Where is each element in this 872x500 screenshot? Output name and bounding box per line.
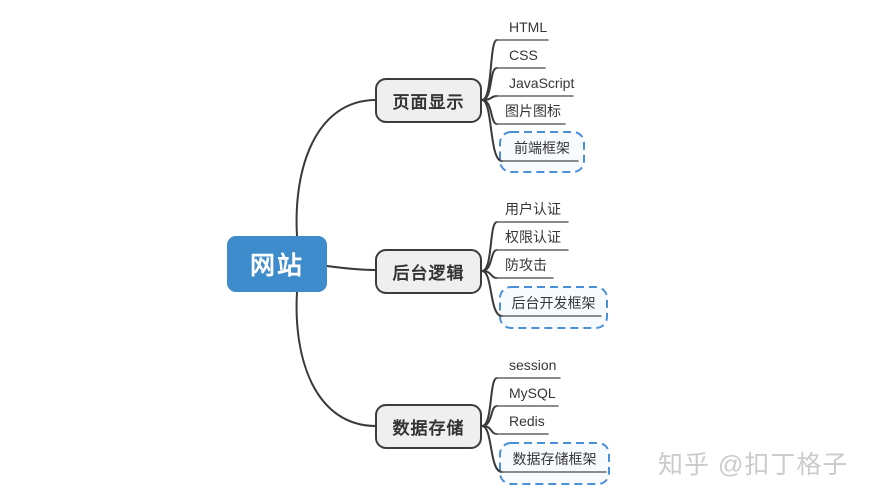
leaf-css[interactable]: CSS: [509, 47, 538, 63]
leaf-session[interactable]: session: [509, 357, 557, 373]
branch-label: 数据存储: [392, 419, 465, 438]
connector-b2-leaf-3: [481, 425, 503, 473]
leaf-redis[interactable]: Redis: [509, 413, 545, 429]
leaf-label: 前端框架: [514, 139, 570, 156]
connector-root-branch-2: [295, 291, 377, 427]
connector-b1-leaf-3: [481, 270, 503, 317]
frame-storage: [499, 442, 610, 485]
leaf-permission-auth[interactable]: 权限认证: [505, 229, 561, 245]
root-node-website[interactable]: 网站: [227, 236, 327, 292]
watermark-zhihu: 知乎 @扣丁格子: [658, 451, 849, 479]
branch-label: 页面显示: [392, 93, 465, 112]
leaf-image-icons[interactable]: 图片图标: [505, 103, 561, 119]
branch-node-page-display[interactable]: 页面显示: [375, 78, 482, 123]
branch-label: 后台逻辑: [392, 264, 465, 283]
leaf-frontend-framework[interactable]: 前端框架: [500, 132, 584, 172]
branch-node-backend-logic[interactable]: 后台逻辑: [375, 249, 482, 294]
branch-node-data-storage[interactable]: 数据存储: [375, 404, 482, 449]
leaf-label: 数据存储框架: [512, 451, 597, 467]
leaf-user-auth[interactable]: 用户认证: [505, 201, 561, 217]
leaf-javascript[interactable]: JavaScript: [509, 75, 575, 91]
root-node-label: 网站: [249, 252, 304, 280]
leaf-label: 后台开发框架: [511, 295, 596, 311]
frame-frontend: [499, 131, 585, 173]
leaf-storage-framework[interactable]: 数据存储框架: [500, 443, 609, 484]
leaf-html[interactable]: HTML: [509, 19, 548, 35]
leaf-mysql[interactable]: MySQL: [509, 385, 556, 401]
connector-root-branch-1: [326, 265, 377, 271]
leaf-anti-attack[interactable]: 防攻击: [505, 257, 547, 273]
frame-backend: [499, 286, 608, 329]
connector-b0-leaf-4: [481, 99, 503, 162]
connector-root-branch-0: [295, 99, 377, 237]
leaf-backend-framework[interactable]: 后台开发框架: [500, 287, 607, 328]
